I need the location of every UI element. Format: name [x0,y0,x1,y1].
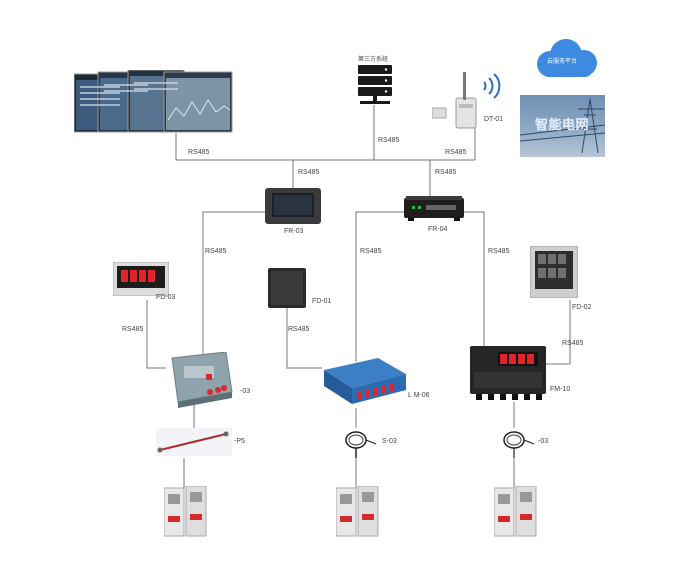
smart-grid-label: 智能电网 [535,117,590,132]
right-sensor-label: -03 [538,438,549,445]
fr04-device [404,196,464,222]
fr03-label: FR-03 [284,228,304,235]
fm10-label: FM-10 [550,386,571,393]
cloud-platform-label: 云服务平台 [547,59,578,65]
link-label: RS485 [288,326,310,333]
fr04-label: FR-04 [428,226,448,233]
fd02-label: FD-02 [572,304,592,311]
fd01-label: FD-01 [312,298,332,305]
fm10-device [470,346,546,402]
fd03-device [112,261,170,297]
right-sensor [496,428,536,460]
link-label: RS485 [122,326,144,333]
link-label: RS485 [298,169,320,176]
link-label: RS485 [188,149,210,156]
switchgear-cabinet-left [163,485,208,538]
mid-sensor [338,428,378,460]
smart-grid-image [520,95,605,157]
mid-sensor-label: S-03 [382,438,397,445]
link-label: RS485 [445,149,467,156]
link-label: RS485 [562,340,584,347]
third-party-system-label: 第三方系统 [358,57,389,63]
left-device [166,351,236,408]
fd01-device [268,268,306,308]
link-label: RS485 [435,169,457,176]
switchgear-cabinet-middle [335,485,380,538]
mid-device [320,356,410,408]
left-device-label: -03 [240,388,251,395]
switchgear-cabinet-right [493,485,538,538]
monitoring-screens [73,69,234,134]
cloud-icon [530,38,602,80]
fd02-device [529,245,579,299]
left-sensor-label: -P5 [234,438,245,445]
dt01-label: DT-01 [484,116,504,123]
mid-device-label: L M-06 [408,392,430,399]
link-label: RS485 [205,248,227,255]
link-label: RS485 [488,248,510,255]
dt01-gateway [431,68,512,132]
server-icon [356,65,394,107]
fd03-label: FD-03 [156,294,176,301]
link-label: RS485 [360,248,382,255]
fr03-device [265,188,321,224]
link-label: RS485 [378,137,400,144]
left-sensor [156,428,232,456]
